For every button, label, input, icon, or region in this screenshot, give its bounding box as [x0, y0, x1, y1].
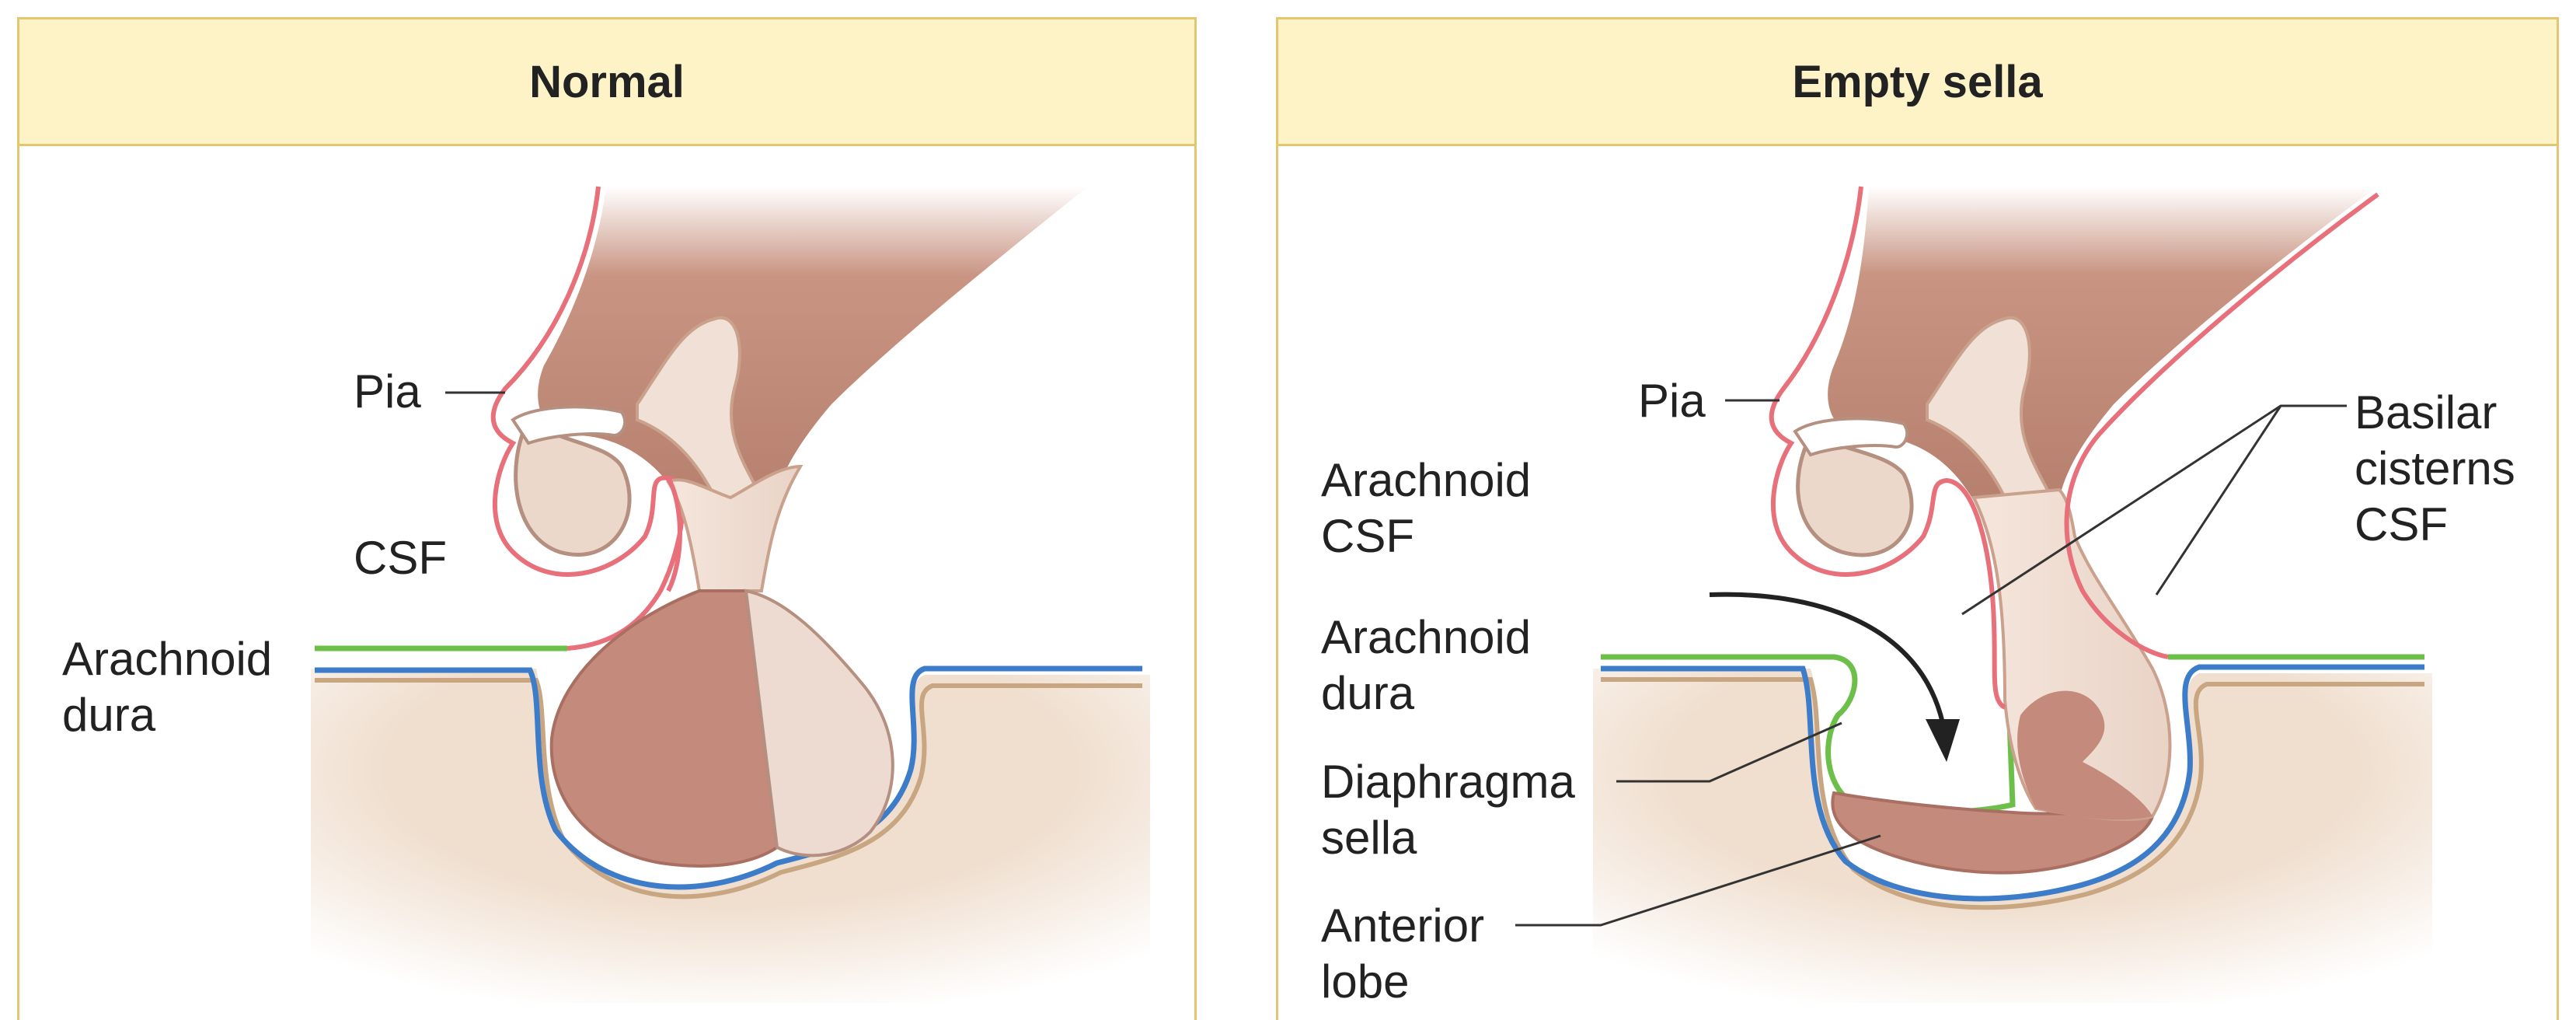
- basilar-leader-2: [2156, 406, 2281, 595]
- label-arachnoid: Arachnoid: [62, 631, 272, 687]
- label-csf: CSF: [354, 530, 447, 586]
- descent-arrow-head: [1926, 719, 1960, 762]
- label-basilar-1: Basilar: [2355, 385, 2497, 441]
- brain-tissue: [1828, 187, 2378, 536]
- normal-sella-art: [311, 187, 1150, 1003]
- label-diaphragma-1: Diaphragma: [1321, 754, 1575, 810]
- empty-sella-art: [1515, 187, 2432, 1003]
- label-diaphragma-2: sella: [1321, 810, 1417, 866]
- label-basilar-3: CSF: [2355, 497, 2448, 553]
- label-arachnoid-dura-2: dura: [1321, 665, 1414, 721]
- label-arachnoid-csf-1: Arachnoid: [1321, 452, 1531, 508]
- label-basilar-2: cisterns: [2355, 441, 2515, 497]
- label-anterior-1: Anterior: [1321, 898, 1484, 954]
- label-arachnoid-csf-2: CSF: [1321, 508, 1414, 564]
- label-pia: Pia: [1638, 373, 1706, 429]
- label-dura: dura: [62, 687, 155, 743]
- label-anterior-2: lobe: [1321, 954, 1409, 1010]
- label-pia: Pia: [354, 364, 421, 420]
- anterior-lobe: [552, 591, 777, 866]
- label-arachnoid-dura-1: Arachnoid: [1321, 610, 1531, 665]
